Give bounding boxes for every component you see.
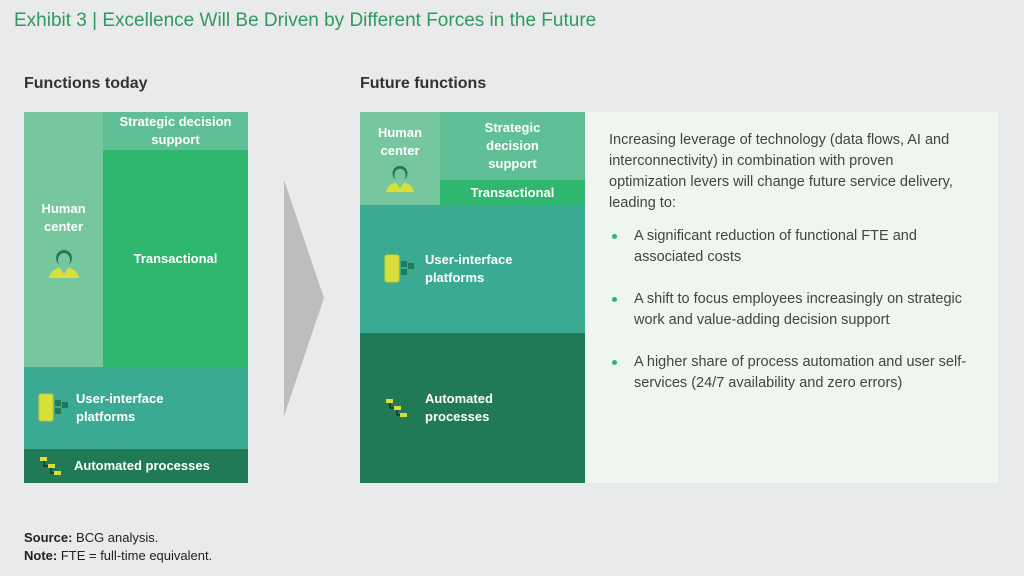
future-ui-platforms: User-interface platforms <box>360 205 585 333</box>
future-strategic: Strategic decision support <box>440 112 585 180</box>
process-icon <box>40 457 61 475</box>
today-transactional: Transactional <box>103 150 248 367</box>
source-label: Source: <box>24 530 73 545</box>
today-strategic: Strategic decision support <box>103 112 248 150</box>
today-ui-platforms: User-interface platforms <box>24 367 248 449</box>
exhibit-title: Exhibit 3 | Excellence Will Be Driven by… <box>14 10 597 31</box>
label: User-interface platforms <box>425 252 513 285</box>
phone-icon <box>38 393 68 422</box>
today-human-center: Human center <box>24 112 103 367</box>
arrow-icon <box>284 180 324 416</box>
future-transactional: Transactional <box>440 180 585 205</box>
future-human-center: Human center <box>360 112 440 205</box>
today-automated: Automated processes <box>24 449 248 483</box>
person-icon <box>48 249 79 278</box>
intro-text: Increasing leverage of technology (data … <box>609 132 953 211</box>
bullet-item: A shift to focus employees increasingly … <box>609 289 974 331</box>
bullet-list: A significant reduction of functional FT… <box>609 226 974 394</box>
future-heading: Future functions <box>360 75 487 92</box>
person-icon <box>385 165 415 192</box>
source-text: BCG analysis. <box>72 530 159 545</box>
future-automated: Automated processes <box>360 333 585 483</box>
today-heading: Functions today <box>24 75 148 92</box>
bullet-item: A significant reduction of functional FT… <box>609 226 974 268</box>
bullet-item: A higher share of process automation and… <box>609 352 974 394</box>
label: Strategic decision support <box>484 120 541 171</box>
phone-icon <box>384 254 414 283</box>
label: User-interface platforms <box>76 391 164 424</box>
note-label: Note: <box>24 548 58 563</box>
footnote: Note: FTE = full-time equivalent. <box>24 548 212 563</box>
process-icon <box>386 399 407 417</box>
source-note: Source: BCG analysis. <box>24 530 158 545</box>
label: Human center <box>41 200 86 234</box>
label: Automated processes <box>425 391 493 424</box>
future-description: Increasing leverage of technology (data … <box>585 112 998 483</box>
note-text: FTE = full-time equivalent. <box>57 548 213 563</box>
label: Human center <box>377 124 423 158</box>
label: Automated processes <box>74 458 210 473</box>
